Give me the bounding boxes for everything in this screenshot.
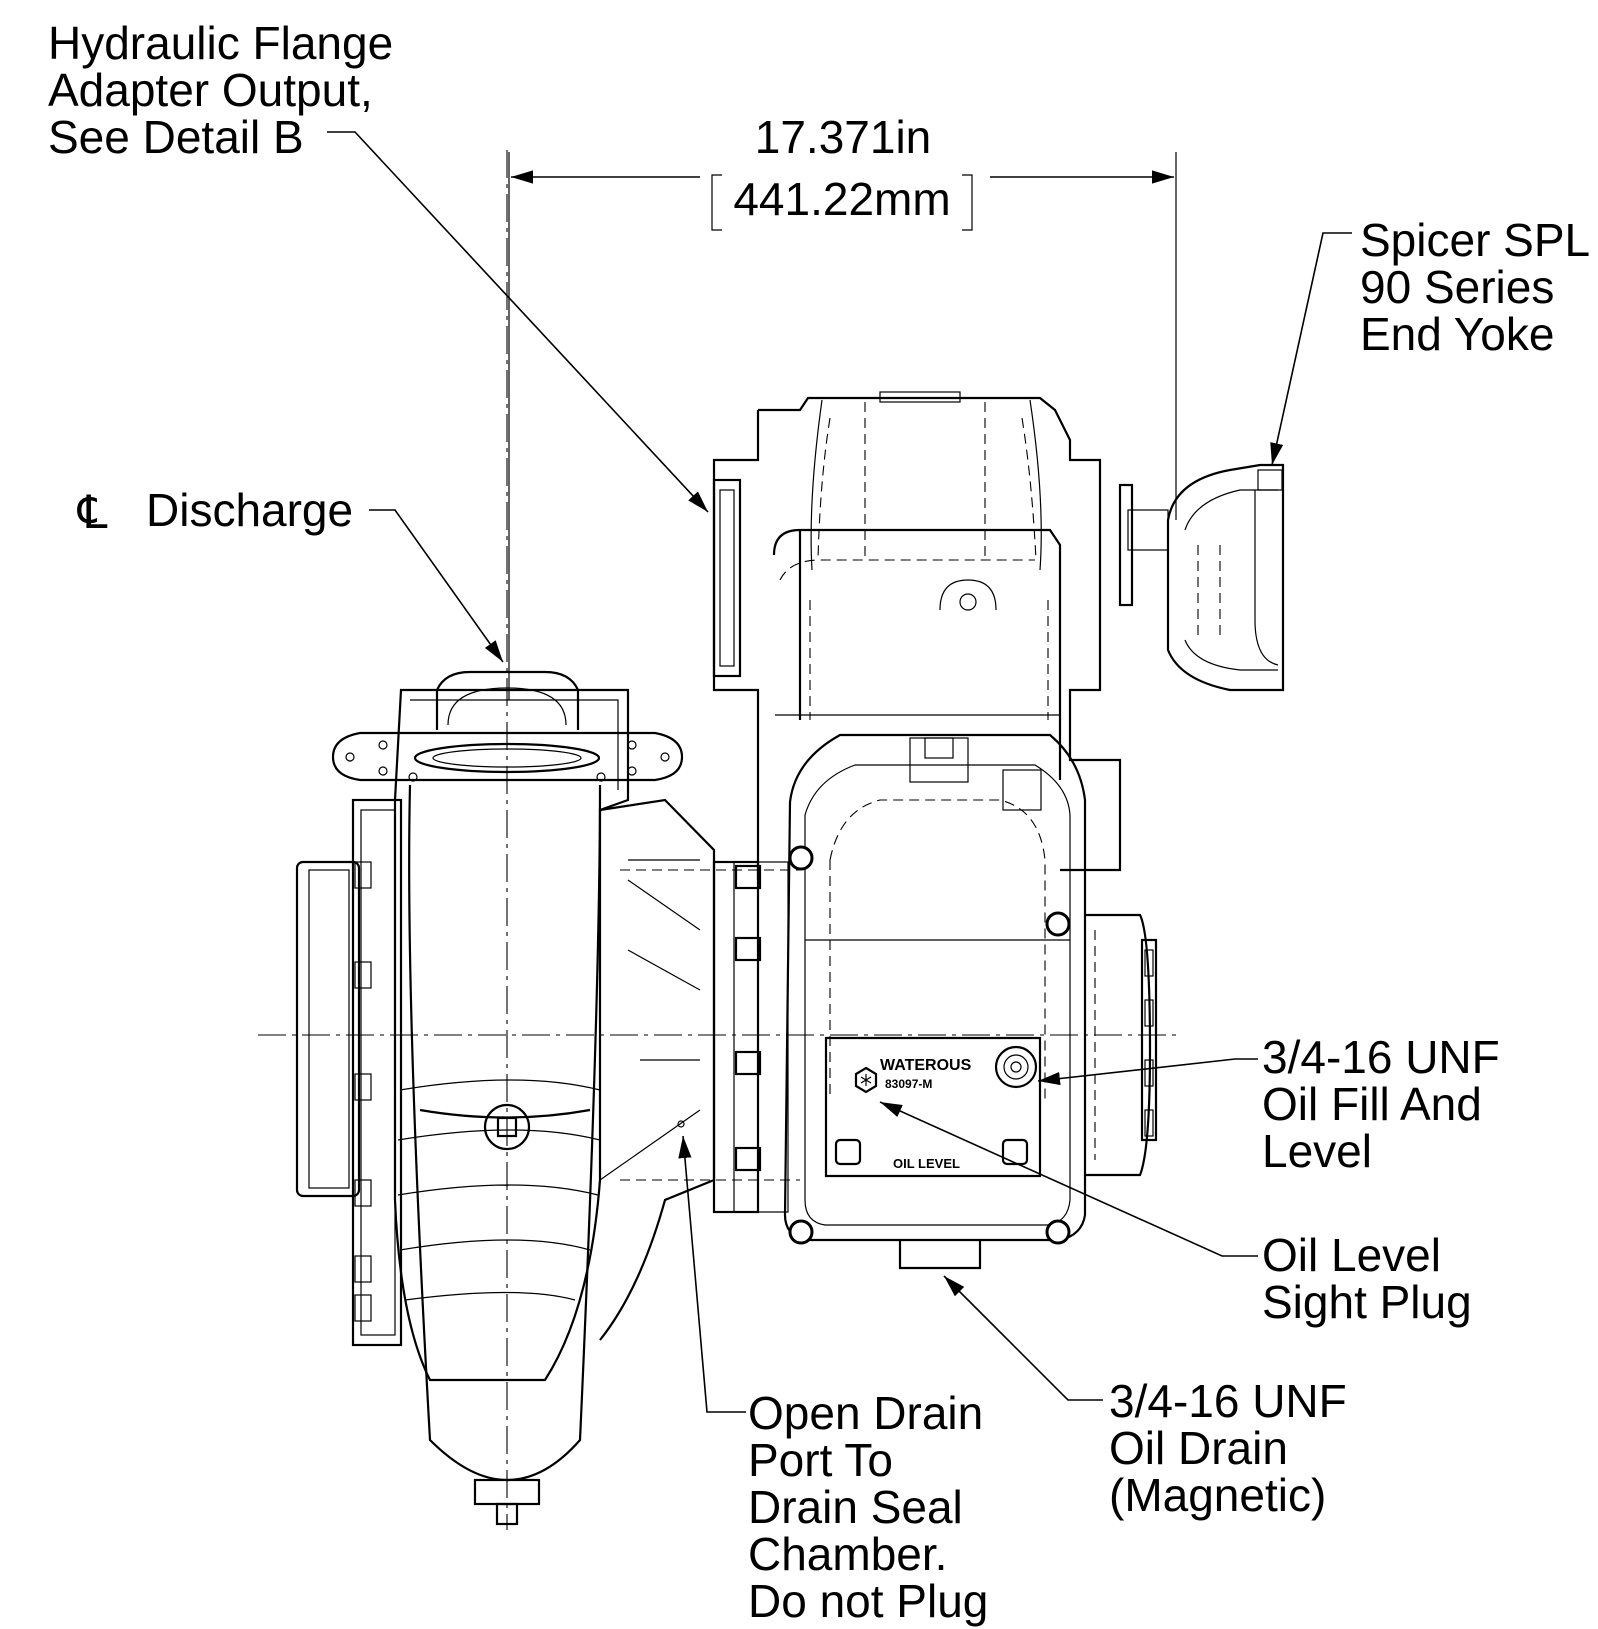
oil-fill-line-2: Oil Fill And — [1262, 1078, 1482, 1130]
dimension-inches: 17.371in — [755, 111, 932, 163]
callout-open-drain: Open Drain Port To Drain Seal Chamber. D… — [748, 1387, 988, 1627]
spicer-end-yoke — [1166, 463, 1285, 692]
open-drain-line-1: Open Drain — [748, 1387, 983, 1439]
leader-lines — [327, 131, 1352, 1413]
sight-plug-hex-icon — [854, 1066, 878, 1094]
nameplate-oil-level: OIL LEVEL — [893, 1156, 960, 1171]
oil-fill-line-1: 3/4-16 UNF — [1262, 1031, 1500, 1083]
callout-oil-fill: 3/4-16 UNF Oil Fill And Level — [1262, 1031, 1500, 1177]
oil-fill-plug-icon — [994, 1045, 1038, 1089]
spicer-line-2: 90 Series — [1360, 261, 1554, 313]
oil-drain-line-2: Oil Drain — [1109, 1422, 1288, 1474]
cover-bolts — [788, 845, 1071, 1245]
pump-body — [295, 670, 684, 1526]
discharge-flange-bolts — [345, 740, 670, 782]
spicer-line-1: Spicer SPL — [1360, 214, 1590, 266]
overall-dimension: 17.371in 441.22mm — [508, 111, 1177, 700]
discharge-label: Discharge — [146, 484, 353, 536]
nameplate-brand: WATEROUS — [880, 1057, 972, 1074]
gear-cover: WATEROUS 83097-M OIL LEVEL — [783, 733, 1087, 1270]
oil-drain-line-1: 3/4-16 UNF — [1109, 1375, 1347, 1427]
nameplate-part-number: 83097-M — [885, 1077, 932, 1091]
hydraulic-flange-line-1: Hydraulic Flange — [48, 17, 393, 69]
sight-plug-line-2: Sight Plug — [1262, 1276, 1472, 1328]
nameplate: WATEROUS 83097-M OIL LEVEL — [824, 1036, 1042, 1178]
callout-spicer: Spicer SPL 90 Series End Yoke — [1360, 214, 1590, 360]
side-bolts — [354, 861, 372, 1322]
callout-hydraulic-flange: Hydraulic Flange Adapter Output, See Det… — [48, 17, 393, 163]
right-side-hub — [1085, 913, 1158, 1177]
callout-discharge: ℄ Discharge — [77, 484, 353, 538]
sight-plug-line-1: Oil Level — [1262, 1229, 1441, 1281]
callout-oil-drain: 3/4-16 UNF Oil Drain (Magnetic) — [1109, 1375, 1347, 1521]
callout-sight-plug: Oil Level Sight Plug — [1262, 1229, 1472, 1328]
centerline-symbol-icon: ℄ — [77, 486, 108, 538]
adapter-bolts — [734, 864, 762, 1172]
open-drain-line-4: Chamber. — [748, 1528, 947, 1580]
hydraulic-flange-line-2: Adapter Output, — [48, 64, 373, 116]
adapter-bracket — [599, 798, 800, 1341]
open-drain-line-2: Port To — [748, 1434, 893, 1486]
gearbox-upper — [712, 391, 1169, 880]
spicer-line-3: End Yoke — [1360, 308, 1554, 360]
oil-drain-line-3: (Magnetic) — [1109, 1469, 1326, 1521]
open-drain-line-3: Drain Seal — [748, 1481, 963, 1533]
open-drain-line-5: Do not Plug — [748, 1575, 988, 1627]
gearbox-mid — [772, 528, 1062, 780]
oil-fill-line-3: Level — [1262, 1125, 1372, 1177]
dimension-millimeters: 441.22mm — [733, 173, 950, 225]
hydraulic-flange-line-3: See Detail B — [48, 111, 304, 163]
